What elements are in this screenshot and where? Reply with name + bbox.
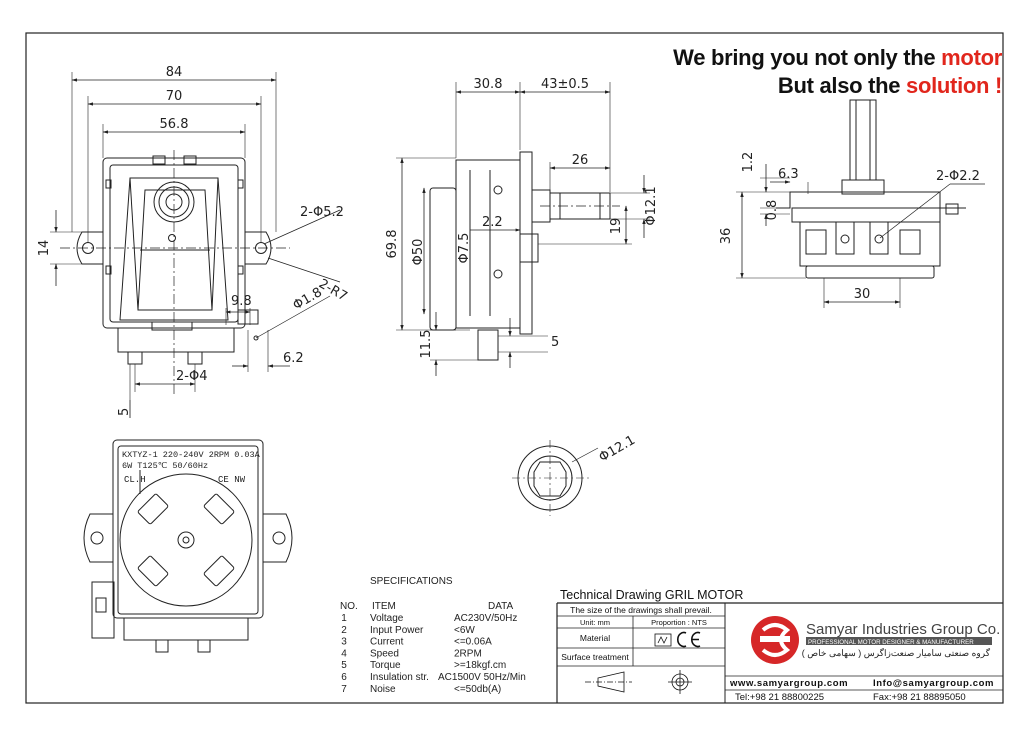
dim-7-5: Φ7.5 (457, 233, 472, 264)
title-block-title: Technical Drawing GRIL MOTOR (560, 588, 743, 602)
spec-cell-no: 2 (341, 625, 347, 636)
dim-pin-dia: Φ1.8 (291, 285, 325, 313)
dim-30-8: 30.8 (474, 77, 503, 92)
ce-mark-icon (677, 631, 701, 648)
dim-9-8: 9.8 (231, 294, 252, 309)
spec-col-no: NO. (340, 601, 358, 612)
spec-rows: 1 Voltage AC230V/50Hz 2 Input Power <6W 3 Curre… (341, 613, 526, 695)
dim-56-8: 56.8 (160, 117, 189, 132)
dim-top-holes: 2-Φ2.2 (936, 169, 980, 184)
dim-6-2: 6.2 (283, 351, 304, 366)
spec-cell-item: Voltage (370, 613, 404, 624)
label-view (83, 439, 293, 653)
dim-14: 14 (37, 240, 52, 257)
spec-cell-item: Input Power (370, 625, 424, 636)
dim-43: 43±0.5 (541, 77, 589, 92)
spec-title: SPECIFICATIONS (370, 576, 453, 587)
front-view-dimensions: 84 70 56.8 14 2-Φ5.2 2-R7 9.8 Φ1.8 6.2 2… (37, 65, 350, 416)
label-line-1: KXTYZ-1 220-240V 2RPM 0.03A (122, 450, 261, 460)
dim-19: 19 (609, 218, 624, 235)
website-link[interactable]: www.samyargroup.com (729, 678, 848, 689)
label-mark-right: CE NW (218, 475, 246, 485)
label-mark-left: CL.H (124, 475, 146, 485)
sheet-border (25, 32, 1004, 704)
spec-cell-data: 2RPM (454, 648, 482, 659)
spec-cell-item: Speed (370, 648, 399, 659)
slogan-line-1-highlight: motor (941, 45, 1002, 70)
company-persian: گروه صنعتی سامیار صنعت‌زاگرس ( سهامی خاص… (802, 647, 991, 659)
top-view-dimensions: 1.2 6.3 2-Φ2.2 0.8 36 30 (719, 152, 980, 302)
spec-cell-no: 4 (341, 648, 347, 659)
spec-cell-no: 7 (341, 684, 347, 695)
email-link[interactable]: Info@samyargroup.com (873, 678, 994, 689)
spec-col-item: ITEM (372, 601, 396, 612)
dim-70: 70 (166, 89, 183, 104)
label-plate-text: KXTYZ-1 220-240V 2RPM 0.03A 6W T125℃ 50/… (122, 450, 261, 485)
dim-50: Φ50 (411, 239, 426, 266)
spec-cell-item: Current (370, 637, 404, 648)
dim-6-3: 6.3 (778, 167, 799, 182)
front-view (50, 72, 341, 418)
dim-5-side: 5 (551, 335, 559, 350)
iso-mark-icon (654, 633, 672, 647)
spec-cell-no: 1 (341, 613, 347, 624)
spec-cell-no: 5 (341, 660, 347, 671)
spec-cell-data: <=50db(A) (454, 684, 501, 695)
fax-number: Fax:+98 21 88895050 (873, 692, 966, 703)
dim-69-8: 69.8 (385, 230, 400, 259)
title-block-surface: Surface treatment (561, 652, 629, 662)
dim-2-2: 2.2 (482, 215, 503, 230)
dim-36: 36 (719, 228, 734, 245)
side-view (396, 82, 650, 376)
dim-12-1: Φ12.1 (644, 186, 659, 225)
spec-cell-item: Torque (370, 660, 401, 671)
samyar-logo-icon (751, 616, 799, 664)
spec-cell-no: 6 (341, 672, 347, 683)
shaft-end-view (512, 440, 599, 516)
label-line-2: 6W T125℃ 50/60Hz (122, 461, 208, 471)
dim-84: 84 (166, 65, 183, 80)
title-block-note: The size of the drawings shall prevail. (570, 605, 712, 615)
spec-cell-data: <=0.06A (454, 637, 492, 648)
dim-pin-holes: 2-Φ4 (176, 369, 207, 384)
top-view (736, 99, 985, 308)
spec-cell-data: AC1500V 50Hz/Min (438, 672, 526, 683)
projection-symbol-icon (585, 670, 692, 694)
dim-shaft-12-1: Φ12.1 (597, 433, 638, 466)
slogan-line-2-text: But also the (777, 73, 907, 98)
dim-26: 26 (572, 153, 589, 168)
spec-cell-data: <6W (454, 625, 475, 636)
slogan-line-2: But also the solution ! (778, 73, 1002, 99)
spec-cell-no: 3 (341, 637, 347, 648)
side-view-dimensions: 30.8 43±0.5 26 Φ12.1 19 2.2 69.8 Φ50 Φ7.… (385, 77, 659, 358)
slogan-line-1-text: We bring you not only the (673, 45, 942, 70)
phone-number: Tel:+98 21 88800225 (735, 692, 824, 703)
spec-cell-item: Noise (370, 684, 396, 695)
spec-cell-item: Insulation str. (370, 672, 429, 683)
slogan-line-2-highlight: solution ! (906, 73, 1002, 98)
dim-11-5: 11.5 (419, 330, 434, 359)
company-name: Samyar Industries Group Co. (806, 621, 1000, 638)
dim-0-8: 0.8 (765, 200, 780, 221)
specifications-table: SPECIFICATIONS NO. ITEM DATA 1 Voltage AC2… (340, 576, 526, 695)
slogan-line-1: We bring you not only the motor (673, 45, 1002, 71)
title-block-proportion: Proportion : NTS (651, 618, 707, 627)
dim-1-2: 1.2 (741, 152, 756, 173)
title-block: Technical Drawing GRIL MOTOR The size of… (556, 588, 1003, 703)
spec-cell-data: >=18kgf.cm (454, 660, 506, 671)
dim-5: 5 (117, 408, 132, 416)
dim-radius: 2-R7 (316, 276, 350, 304)
dim-holes: 2-Φ5.2 (300, 205, 344, 220)
title-block-unit: Unit: mm (580, 618, 610, 627)
spec-cell-data: AC230V/50Hz (454, 613, 517, 624)
dim-30: 30 (854, 287, 871, 302)
title-block-material: Material (580, 633, 610, 643)
company-tagline: PROFESSIONAL MOTOR DESIGNER & MANUFACTUR… (808, 639, 974, 646)
spec-col-data: DATA (488, 601, 514, 612)
